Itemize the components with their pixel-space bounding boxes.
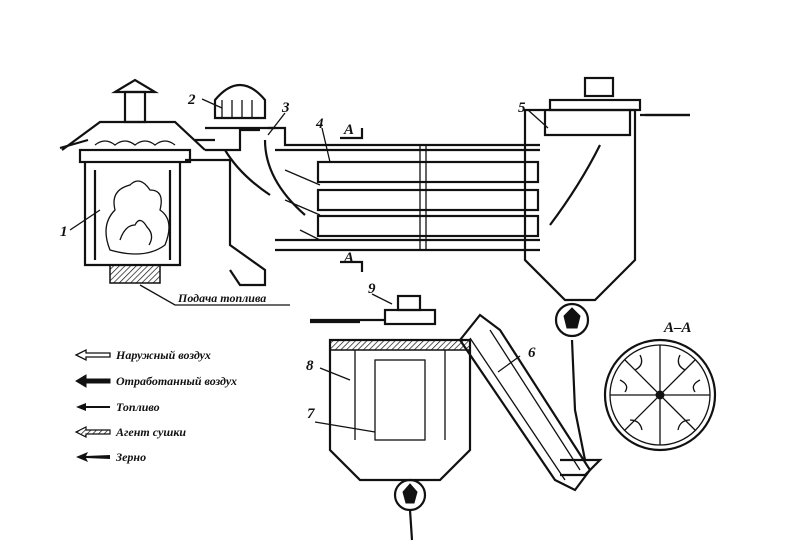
legend-item: Агент сушки <box>74 425 186 439</box>
legend-item: Отработанный воздух <box>75 374 237 388</box>
label-2: 2 <box>187 92 196 108</box>
legend-text: Отработанный воздух <box>116 374 237 388</box>
cyclone-5 <box>523 76 690 338</box>
double-arrow-icon <box>75 374 111 388</box>
legend-text: Наружный воздух <box>115 348 211 362</box>
section-label-bottom: A <box>343 250 354 266</box>
legend: Наружный воздух Отработанный воздух Топл… <box>74 348 237 464</box>
cooler <box>310 294 472 512</box>
thin-arrow-icon <box>76 403 110 411</box>
label-7: 7 <box>307 406 315 422</box>
grain-arrow <box>549 144 601 226</box>
flow-arrows <box>59 113 690 541</box>
furnace <box>61 78 267 287</box>
legend-item: Зерно <box>76 450 146 464</box>
label-1: 1 <box>60 224 68 240</box>
section-a-a <box>603 338 717 452</box>
label-3: 3 <box>281 100 290 116</box>
legend-text: Топливо <box>116 400 160 414</box>
solid-arrow-icon <box>76 452 110 462</box>
label-5: 5 <box>518 100 526 116</box>
outside-air-arrow <box>59 138 89 150</box>
grain-arrow <box>408 509 414 541</box>
legend-text: Зерно <box>115 450 146 464</box>
section-title: A–A <box>663 320 692 336</box>
fan-2 <box>205 84 275 130</box>
label-4: 4 <box>315 116 324 132</box>
outline-arrow-icon <box>74 348 111 362</box>
label-8: 8 <box>306 358 314 374</box>
drum-dryer <box>268 126 540 252</box>
drying-agent-arrow <box>224 149 271 196</box>
section-line-a <box>340 128 364 272</box>
fuel-feed-label: Подача топлива <box>177 291 266 305</box>
leader-lines <box>69 98 549 433</box>
section-label-top: A <box>343 122 354 138</box>
hatched-arrow-icon <box>74 426 111 438</box>
legend-item: Наружный воздух <box>74 348 211 362</box>
grain-arrow <box>263 139 306 216</box>
label-9: 9 <box>368 281 376 297</box>
legend-text: Агент сушки <box>115 425 186 439</box>
legend-item: Топливо <box>76 400 160 414</box>
elevator <box>458 313 603 492</box>
grain-arrow <box>570 339 587 461</box>
label-6: 6 <box>528 345 536 361</box>
